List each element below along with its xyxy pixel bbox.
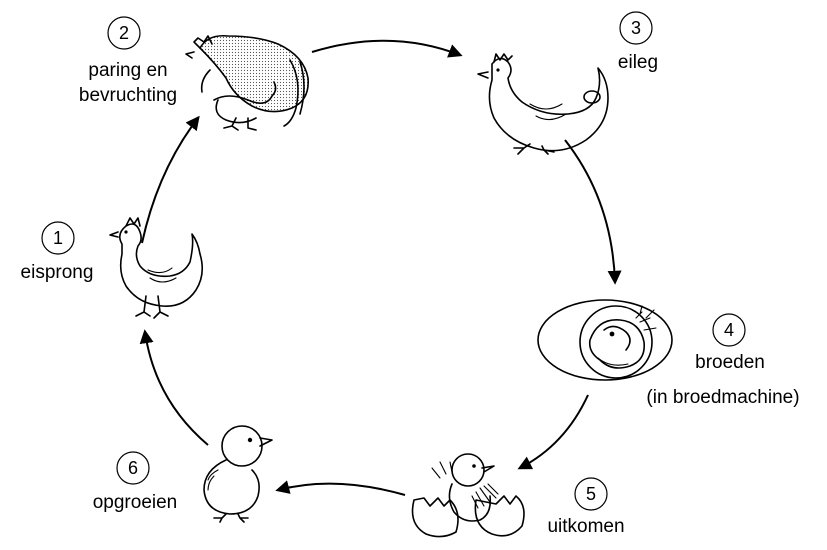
stage-label: broeden: [695, 352, 765, 373]
laying-hen-icon: [478, 54, 608, 154]
cycle-arrow-1-to-2: [142, 118, 198, 243]
stage-number: 3: [631, 18, 641, 38]
chick-icon: [204, 426, 272, 522]
stage-label: eisprong: [21, 262, 94, 283]
stage-label: opgroeien: [93, 492, 178, 513]
embryo-egg-icon: [538, 300, 672, 380]
stage-number: 1: [53, 228, 63, 248]
cycle-arrow-5-to-6: [278, 484, 405, 495]
stage-4: 4 broeden (in broedmachine): [538, 300, 800, 408]
stage-label: (in broedmachine): [646, 387, 799, 408]
stage-number: 4: [724, 320, 734, 340]
cycle-arrow-4-to-5: [520, 395, 588, 468]
stage-label: paring en: [88, 60, 167, 81]
stage-6: 6 opgroeien: [93, 426, 272, 522]
stage-1: 1 eisprong: [21, 218, 203, 318]
mating-chickens-icon: [186, 36, 308, 130]
cycle-arrow-2-to-3: [312, 41, 460, 55]
stage-number: 2: [119, 23, 129, 43]
stage-2: 2 paring en bevruchting: [79, 17, 308, 130]
cycle-arrow-6-to-1: [145, 332, 208, 445]
cycle-arrow-3-to-4: [565, 140, 615, 282]
stage-3: 3 eileg: [478, 12, 658, 154]
stage-number: 5: [586, 484, 596, 504]
hatching-chick-icon: [413, 454, 525, 537]
stage-5: 5 uitkomen: [413, 454, 625, 537]
stage-label: eileg: [618, 52, 658, 73]
stage-label: bevruchting: [79, 85, 177, 106]
stage-label: uitkomen: [547, 516, 624, 537]
hen-icon: [110, 218, 202, 318]
stage-number: 6: [128, 458, 138, 478]
